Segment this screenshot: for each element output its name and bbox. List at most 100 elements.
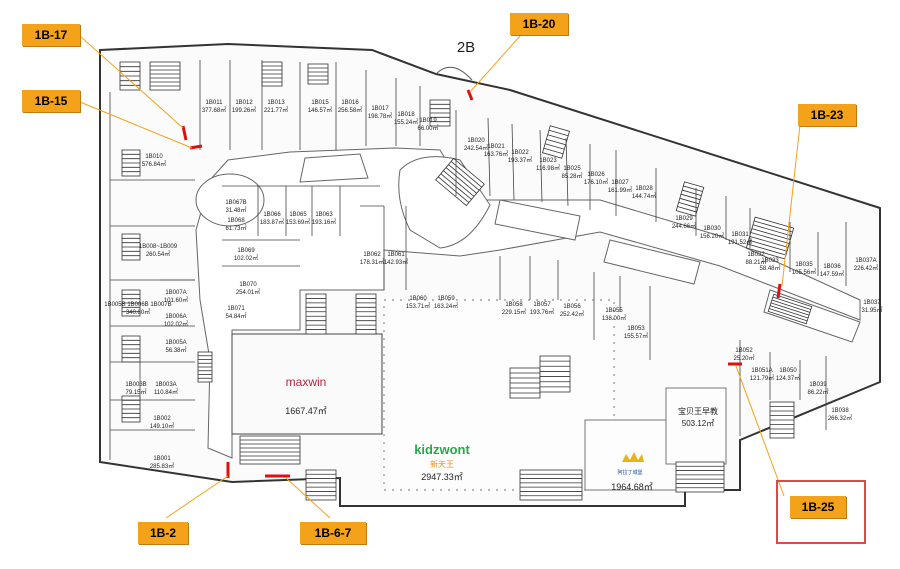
unit-id: 1B055	[605, 308, 623, 314]
unit-area: 242.54㎡	[464, 144, 488, 152]
unit-id: 1B057	[533, 302, 551, 308]
escalator-icon	[305, 469, 337, 501]
unit-area: 193.37㎡	[508, 156, 532, 164]
unit-id: 1B005A	[165, 340, 186, 346]
marker-1b-20	[466, 89, 474, 101]
unit-id: 1B012	[235, 100, 253, 106]
escalator-icon	[119, 61, 141, 91]
baby-name: 宝贝王早教	[678, 406, 718, 416]
escalator-icon	[121, 233, 141, 261]
unit-area: 256.58㎡	[338, 106, 362, 114]
unit-id: 1B053	[627, 326, 645, 332]
kidz-sub: 新天王	[430, 459, 454, 469]
maxwin-block	[231, 333, 383, 435]
unit-area: 183.87㎡	[260, 218, 284, 226]
unit-id: 1B067B	[225, 200, 246, 206]
unit-area: 110.84㎡	[154, 388, 178, 396]
unit-area: 155.24㎡	[394, 118, 418, 126]
unit-id: 1B030	[703, 226, 721, 232]
unit-area: 86.22㎡	[807, 388, 828, 396]
unit-area: 116.98㎡	[536, 164, 560, 172]
maxwin-name: maxwin	[286, 375, 327, 389]
unit-area: 244.66㎡	[672, 222, 696, 230]
unit-area: 56.38㎡	[165, 346, 186, 354]
unit-id: 1B020	[467, 138, 485, 144]
wall-line	[487, 117, 491, 197]
unit-area: 285.83㎡	[150, 462, 174, 470]
baby-block	[665, 387, 727, 465]
unit-area: 193.16㎡	[312, 218, 336, 226]
planter	[494, 199, 581, 241]
unit-area: 199.26㎡	[232, 106, 256, 114]
unit-id: 1B031	[731, 232, 749, 238]
callout-1b-25: 1B-25	[790, 496, 846, 518]
callout-1b-20: 1B-20	[510, 13, 568, 35]
unit-id: 1B060	[409, 296, 427, 302]
unit-id: 1B007A	[165, 290, 186, 296]
unit-id: 1B038	[831, 408, 849, 414]
unit-area: 260.54㎡	[146, 250, 170, 258]
escalator-icon	[121, 335, 141, 363]
unit-id: 1B003A	[155, 382, 176, 388]
unit-area: 149.10㎡	[150, 422, 174, 430]
unit-area: 153.71㎡	[406, 302, 430, 310]
castle-area: 1964.68㎡	[611, 482, 653, 492]
wall-line	[511, 123, 515, 201]
unit-id: 1B061	[387, 252, 405, 258]
callout-1b-23: 1B-23	[798, 104, 856, 126]
unit-id: 1B029	[675, 216, 693, 222]
unit-id: 1B015	[311, 100, 329, 106]
unit-id: 1B025	[563, 166, 581, 172]
kidz-area: 2947.33㎡	[421, 472, 463, 482]
escalator-icon	[675, 181, 705, 217]
planter	[299, 153, 369, 183]
unit-id: 1B022	[511, 150, 529, 156]
unit-area: 252.42㎡	[560, 310, 584, 318]
unit-area: 176.10㎡	[584, 178, 608, 186]
unit-area: 156.20㎡	[700, 232, 724, 240]
unit-area: 25.20㎡	[733, 354, 754, 362]
escalator-icon	[239, 435, 301, 465]
unit-area: 377.68㎡	[202, 106, 226, 114]
unit-area: 102.02㎡	[234, 254, 258, 262]
unit-id: 1B016	[341, 100, 359, 106]
escalator-icon	[767, 293, 813, 325]
unit-id: 1B039	[809, 382, 827, 388]
unit-id: 1B003B	[125, 382, 146, 388]
unit-id: 1B070	[239, 282, 257, 288]
unit-id: 1B001	[153, 456, 171, 462]
unit-id: 1B027	[611, 180, 629, 186]
escalator-icon	[519, 469, 583, 501]
callout-1b-6-7: 1B-6-7	[300, 522, 366, 544]
unit-area: 226.42㎡	[854, 264, 878, 272]
unit-area: 105.56㎡	[792, 268, 816, 276]
kidz-logo: kidzwont	[414, 442, 470, 457]
unit-id: 1B063	[315, 212, 333, 218]
unit-area: 121.79㎡	[750, 374, 774, 382]
unit-area: 178.31㎡	[360, 258, 384, 266]
unit-area: 193.76㎡	[530, 308, 554, 316]
unit-area: 576.84㎡	[142, 160, 166, 168]
unit-area: 147.59㎡	[820, 270, 844, 278]
highlight-box	[776, 480, 866, 544]
unit-area: 124.37㎡	[776, 374, 800, 382]
unit-area: 66.00㎡	[417, 124, 438, 132]
unit-area: 155.57㎡	[624, 332, 648, 340]
unit-id: 1B068	[227, 218, 245, 224]
unit-area: 146.57㎡	[308, 106, 332, 114]
unit-id: 1B002	[153, 416, 171, 422]
unit-area: 229.15㎡	[502, 308, 526, 316]
unit-area: 85.28㎡	[561, 172, 582, 180]
escalator-icon	[675, 461, 725, 493]
escalator-icon	[305, 293, 327, 335]
marker-1b-17	[181, 125, 188, 141]
unit-id: 1B013	[267, 100, 285, 106]
unit-id: 1B021	[487, 144, 505, 150]
escalator-icon	[745, 216, 795, 260]
unit-area: 266.32㎡	[828, 414, 852, 422]
unit-area: 138.00㎡	[602, 314, 626, 322]
floor-label: 2B	[457, 39, 475, 56]
kidz-block	[383, 299, 615, 491]
escalator-icon	[197, 351, 213, 383]
